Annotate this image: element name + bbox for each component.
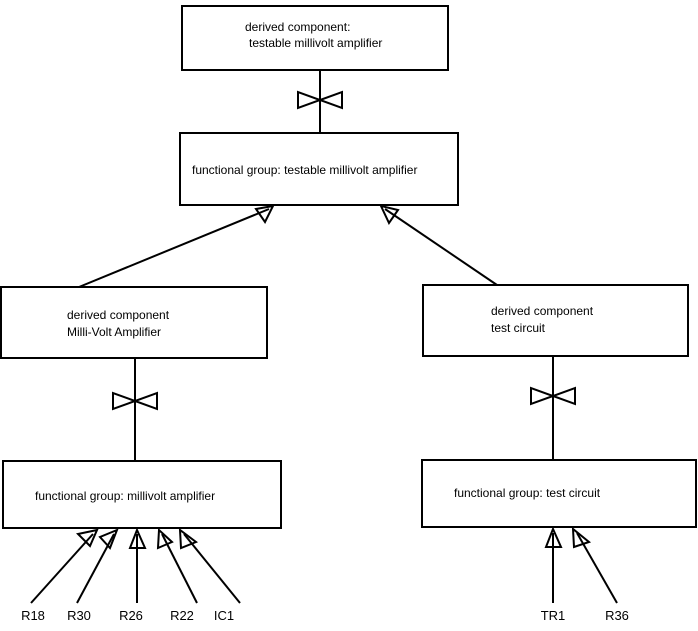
inheritance-arrow-test-circuit[interactable] [379, 204, 498, 286]
leaf-label-ic1: IC1 [214, 608, 234, 623]
node-derived-testable-mv-amp[interactable]: derived component: testable millivolt am… [181, 5, 449, 71]
leaf-arrow-tr1[interactable] [544, 526, 563, 603]
leaf-arrow-r18-head [75, 528, 99, 548]
node-fg-mv-amp-line1: functional group: millivolt amplifier [35, 489, 215, 503]
node-fg-mv-amp[interactable]: functional group: millivolt amplifier [2, 460, 282, 529]
leaf-label-tr1: TR1 [541, 608, 566, 623]
node-derived-testable-mv-amp-line1: derived component: [245, 20, 350, 34]
leaf-label-r26: R26 [119, 608, 143, 623]
node-fg-test-circuit-line1: functional group: test circuit [454, 486, 601, 500]
inheritance-arrow-test-circuit-head [379, 204, 400, 225]
node-derived-testable-mv-amp-box [181, 5, 449, 71]
leaf-arrow-ic1-head [178, 527, 199, 550]
leaf-arrow-r36-head [571, 526, 592, 549]
leaf-arrow-r26[interactable] [128, 527, 147, 603]
node-derived-mv-amp-line2: Milli-Volt Amplifier [67, 325, 161, 339]
leaf-arrow-tr1-head [544, 526, 563, 548]
composition-link-left[interactable] [112, 358, 158, 461]
bowtie-icon-right [530, 386, 576, 406]
leaf-arrow-r30[interactable] [76, 528, 119, 604]
composition-link-right[interactable] [530, 356, 576, 460]
node-derived-test-circuit-line1: derived component [491, 304, 594, 318]
node-fg-mv-amp-box [2, 460, 282, 529]
leaf-arrow-r22-line [161, 533, 198, 604]
node-derived-test-circuit-line2: test circuit [491, 321, 546, 335]
node-fg-testable-mv-amp[interactable]: functional group: testable millivolt amp… [179, 132, 459, 206]
node-derived-mv-amp-line1: derived component [67, 308, 170, 322]
inheritance-arrow-mv-amp-head [254, 204, 275, 224]
node-derived-mv-amp-box [0, 286, 268, 359]
bowtie-icon-top [297, 90, 343, 110]
node-fg-test-circuit-box [421, 459, 697, 528]
node-fg-testable-mv-amp-line1: functional group: testable millivolt amp… [192, 163, 417, 177]
leaf-arrow-r18[interactable] [30, 528, 99, 604]
leaf-label-r30: R30 [67, 608, 91, 623]
leaf-label-r18: R18 [21, 608, 45, 623]
node-derived-test-circuit[interactable]: derived component test circuit [422, 284, 689, 357]
leaf-arrow-ic1-line [183, 533, 241, 604]
leaf-arrow-r18-line [30, 533, 94, 604]
node-derived-test-circuit-box [422, 284, 689, 357]
leaf-arrow-r26-head [128, 527, 147, 549]
node-fg-testable-mv-amp-box [179, 132, 459, 206]
leaf-arrow-ic1[interactable] [178, 527, 241, 604]
inheritance-arrow-test-circuit-line [384, 208, 498, 286]
leaf-arrow-r36[interactable] [571, 526, 618, 604]
leaf-label-r36: R36 [605, 608, 629, 623]
node-derived-mv-amp[interactable]: derived component Milli-Volt Amplifier [0, 286, 268, 359]
bowtie-icon-left [112, 391, 158, 411]
leaf-arrow-r22[interactable] [156, 527, 198, 604]
composition-link-top[interactable] [297, 70, 343, 133]
leaf-arrow-r22-head [156, 527, 174, 550]
inheritance-arrow-mv-amp-line [78, 208, 270, 288]
leaf-arrow-r30-head [98, 528, 119, 550]
node-derived-testable-mv-amp-line2: testable millivolt amplifier [249, 36, 382, 50]
leaf-label-r22: R22 [170, 608, 194, 623]
node-fg-test-circuit[interactable]: functional group: test circuit [421, 459, 697, 528]
inheritance-arrow-mv-amp[interactable] [78, 204, 275, 288]
